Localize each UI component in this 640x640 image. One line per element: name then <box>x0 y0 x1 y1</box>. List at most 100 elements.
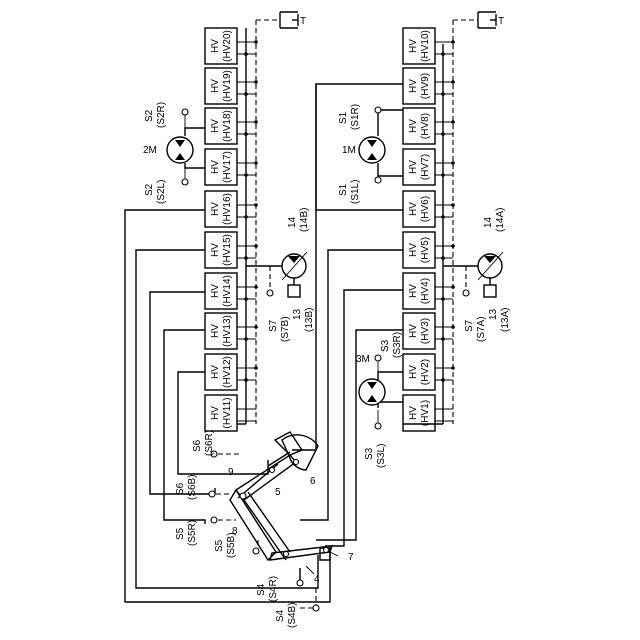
valve-hv14-id: (HV14) <box>222 275 233 307</box>
valve-hv9-label: HV <box>408 79 419 93</box>
valve-hv13: HV (HV13) <box>205 313 237 349</box>
valve-hv7: HV (HV7) <box>403 149 435 185</box>
valve-hv8-label: HV <box>408 119 419 133</box>
valve-hv20-label: HV <box>210 39 221 53</box>
valve-hv19: HV (HV19) <box>205 68 237 104</box>
left-bank-taps <box>237 40 258 421</box>
sensor-s2r: S2 (S2R) <box>144 102 167 128</box>
sensor-s3r-port <box>375 355 381 361</box>
sensor-s2l: S2 (S2L) <box>144 180 167 204</box>
sensor-s6r-id: (S6R) <box>204 430 215 456</box>
sensor-s1r-id: (S1R) <box>350 104 361 130</box>
valve-hv6: HV (HV6) <box>403 191 435 227</box>
pin-boom-foot <box>240 493 246 499</box>
valve-hv9-id: (HV9) <box>420 73 431 99</box>
sensor-s2l-port <box>182 179 188 185</box>
valve-hv14-label: HV <box>210 284 221 298</box>
valve-hv18-label: HV <box>210 119 221 133</box>
pin-arm <box>294 460 299 465</box>
sensor-s6r: S6 (S6R) <box>192 430 240 457</box>
valve-hv5-id: (HV5) <box>420 237 431 263</box>
valve-hv4-label: HV <box>408 284 419 298</box>
sensor-s3r: S3 (S3R) <box>380 332 403 358</box>
sensor-s3l-port <box>375 423 381 429</box>
valve-hv11: HV (HV11) <box>205 395 237 431</box>
sensor-s6r-name: S6 <box>192 439 203 452</box>
sensor-s4r: S4 (S4R) <box>256 568 303 602</box>
pump-14b-id: (14B) <box>299 208 310 232</box>
engine-13a-id: (13A) <box>500 308 511 332</box>
pin-bucket-cyl <box>270 468 275 473</box>
sensor-s7a-id: (S7A) <box>476 316 487 342</box>
valve-hv15-id: (HV15) <box>222 234 233 266</box>
pin-boom-cyl <box>284 552 289 557</box>
valve-hv17-id: (HV17) <box>222 151 233 183</box>
valve-hv11-label: HV <box>210 406 221 420</box>
right-tank-label: T <box>498 16 504 27</box>
sensor-s4r-name: S4 <box>256 583 267 596</box>
sensor-s5b-name: S5 <box>214 539 225 552</box>
sensor-s3l-id: (S3L) <box>376 444 387 468</box>
sensor-s1r-port <box>375 107 381 113</box>
valve-hv4: HV (HV4) <box>403 273 435 309</box>
sensor-s7a: S7 (S7A) <box>463 266 487 342</box>
valve-hv9: HV (HV9) <box>403 68 435 104</box>
sensor-s1l-id: (S1L) <box>350 180 361 204</box>
sensor-s7b-name: S7 <box>268 319 279 332</box>
engine-13b <box>288 285 300 297</box>
bucket-cylinder <box>268 452 290 466</box>
sensor-s6b-name: S6 <box>175 482 186 495</box>
valve-hv19-id: (HV19) <box>222 70 233 102</box>
part-6-label: 6 <box>310 476 316 487</box>
sensor-s2r-id: (S2R) <box>156 102 167 128</box>
valve-hv10-id: (HV10) <box>420 30 431 62</box>
valve-hv15-label: HV <box>210 243 221 257</box>
engine-13b-id: (13B) <box>304 308 315 332</box>
sensor-s4b-id: (S4B) <box>287 602 298 628</box>
valve-hv17: HV (HV17) <box>205 149 237 185</box>
sensor-s1l-port <box>375 177 381 183</box>
valve-hv7-id: (HV7) <box>420 154 431 180</box>
valve-hv13-label: HV <box>210 324 221 338</box>
sensor-s6b: S6 (S6B) <box>175 474 232 500</box>
valve-hv15: HV (HV15) <box>205 232 237 268</box>
sensor-s1r-name: S1 <box>338 111 349 124</box>
sensor-s7b-id: (S7B) <box>280 316 291 342</box>
sensor-s1r: S1 (S1R) <box>338 104 361 130</box>
valve-hv2-id: (HV2) <box>420 359 431 385</box>
sensor-s3l-name: S3 <box>364 447 375 460</box>
valve-hv14: HV (HV14) <box>205 273 237 309</box>
valve-hv8-id: (HV8) <box>420 113 431 139</box>
sensor-s3r-name: S3 <box>380 339 391 352</box>
sensor-s1l: S1 (S1L) <box>338 180 361 204</box>
sensor-s3l: S3 (S3L) <box>364 444 387 468</box>
valve-hv7-label: HV <box>408 160 419 174</box>
bucket <box>282 435 318 470</box>
engine-13a-num: 13 <box>488 308 499 320</box>
valve-hv2-label: HV <box>408 365 419 379</box>
valve-hv4-id: (HV4) <box>420 278 431 304</box>
pump-14a-num: 14 <box>483 216 494 228</box>
valve-hv3-id: (HV3) <box>420 318 431 344</box>
part-9-label: 9 <box>228 467 234 478</box>
sensor-s7a-name: S7 <box>464 319 475 332</box>
sensor-s7b: S7 (S7B) <box>267 266 291 342</box>
sensor-s3r-id: (S3R) <box>392 332 403 358</box>
right-tank-symbol: T <box>478 12 504 28</box>
pump-14a-id: (14A) <box>495 208 506 232</box>
part-7-label: 7 <box>348 552 354 563</box>
valve-hv19-label: HV <box>210 79 221 93</box>
sensor-s5b-id: (S5B) <box>226 532 237 558</box>
sensor-s2l-id: (S2L) <box>156 180 167 204</box>
sensor-s1l-name: S1 <box>338 183 349 196</box>
pin-base <box>324 548 329 553</box>
engine-13a <box>484 285 496 297</box>
valve-hv12-id: (HV12) <box>222 356 233 388</box>
valve-hv2: HV (HV2) <box>403 354 435 390</box>
sensor-s2r-port <box>182 109 188 115</box>
valve-hv16-label: HV <box>210 202 221 216</box>
valve-hv1: HV (HV1) <box>403 395 435 431</box>
sensor-s2r-name: S2 <box>144 109 155 122</box>
motor-3m: 3M <box>356 354 403 429</box>
